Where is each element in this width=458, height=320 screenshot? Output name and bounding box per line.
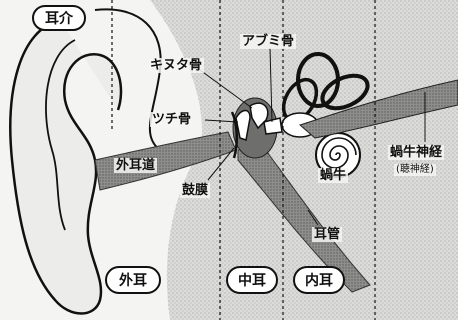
cochlear-nerve-label: 蝸牛神経	[388, 145, 445, 160]
eustachian-tube-label: 耳管	[312, 227, 343, 242]
leader-eustachian-tube	[307, 209, 319, 226]
pinna-inner-fold	[45, 39, 76, 231]
outer-ear-region-label: 外耳	[105, 266, 161, 294]
eustachian-tube-shape	[237, 144, 371, 293]
ear-canal-label: 外耳道	[114, 158, 158, 173]
cochlear-nerve-shape	[299, 79, 458, 139]
cochlea-spiral	[315, 132, 361, 178]
auditory-nerve-note: (聴神経)	[394, 164, 436, 176]
malleus-shape	[235, 109, 251, 141]
middle-ear-region-label: 中耳	[226, 266, 278, 294]
eardrum-shape	[230, 111, 238, 159]
malleus-label: ツチ骨	[150, 112, 194, 127]
inner-ear-region-label: 内耳	[293, 266, 345, 294]
eardrum-label: 鼓膜	[180, 183, 211, 198]
pinna-outline	[9, 18, 123, 315]
leader-stapes	[269, 47, 273, 123]
leader-incus	[199, 69, 253, 109]
semicircular-canal-2	[320, 73, 370, 111]
temporal-bone-shading	[150, 0, 458, 320]
leader-malleus	[204, 119, 239, 123]
cochlea-label: 蝸牛	[318, 168, 349, 183]
incus-label: キヌタ骨	[148, 58, 205, 73]
stapes-label: アブミ骨	[240, 34, 297, 49]
pinna-label: 耳介	[32, 5, 86, 31]
stapes-shape	[263, 117, 283, 135]
leader-eardrum	[207, 147, 235, 181]
